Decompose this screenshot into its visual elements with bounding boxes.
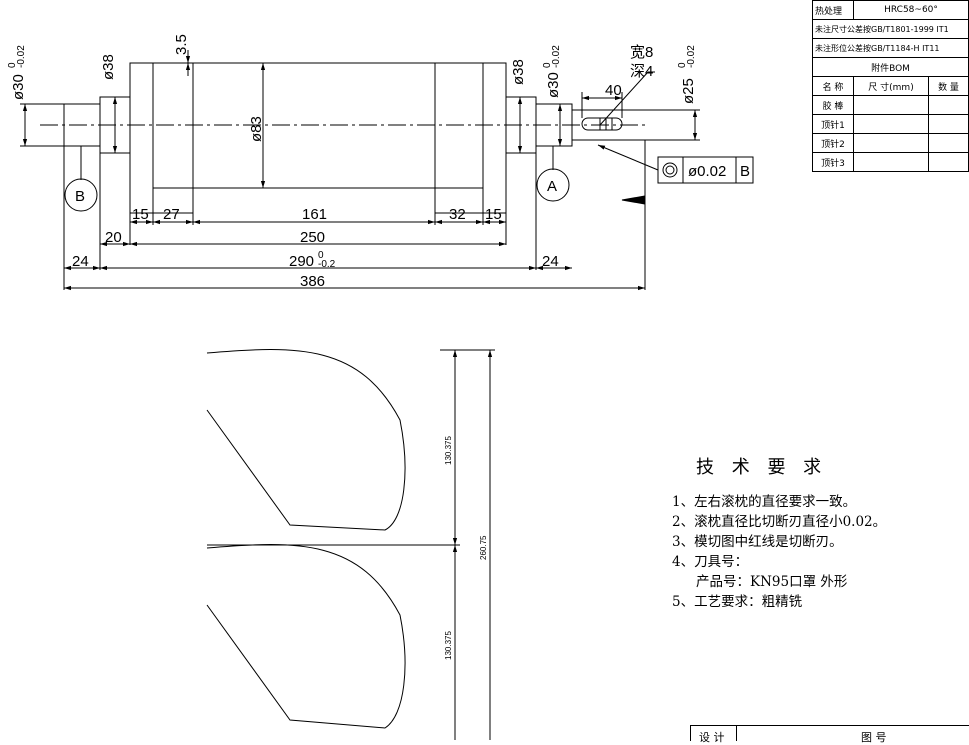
datum-a-label: A [547,178,557,195]
keyway [581,117,623,131]
bom-row-label: 顶针1 [812,114,854,134]
requirement-item: 4、刀具号： [672,554,749,570]
profile-dim-lower: 130.375 [444,631,453,660]
profile-dim-total: 260.75 [479,535,488,560]
dim-161: 161 [302,206,327,223]
datum-a-circle [536,168,570,202]
requirement-item: 1、左右滚枕的直径要求一致。 [672,494,857,510]
dim-15-right: 15 [485,206,502,223]
dim-d30-left: ø30 [10,74,27,100]
design-label: 设 计 [699,731,725,744]
dim-3-5: 3.5 [173,34,190,55]
die-cut-profile [206,349,495,740]
tol-lower-left: -0.02 [16,45,27,68]
form-tolerance-note: 未注形位公差按GB/T1184-H IT11 [812,38,969,58]
dim-d38-left: ø38 [100,54,117,80]
requirement-item: 产品号：KN95口罩 外形 [696,574,848,590]
dim-27: 27 [163,206,180,223]
tol-lower-right: -0.02 [551,45,562,68]
requirement-item: 5、工艺要求：粗精铣 [672,594,803,610]
fcf-value: ø0.02 [688,163,726,180]
requirement-item: 2、滚枕直径比切断刃直径小0.02。 [672,514,887,530]
fcf-datum: B [740,163,750,180]
keyway-depth: 深4 [630,63,653,80]
dim-250: 250 [300,229,325,246]
header-name: 名 称 [812,76,854,96]
requirement-item: 3、模切图中红线是切断刃。 [672,534,843,550]
tol-lower-d25: -0.02 [686,45,697,68]
heat-treatment-label: 热处理 [812,0,854,20]
bom-row-label: 顶针3 [812,152,854,172]
bom-title: 附件BOM [812,57,969,77]
keyway-width: 宽8 [630,44,653,61]
bom-row-label: 顶针2 [812,133,854,153]
dim-15-left: 15 [132,206,149,223]
profile-dim-upper: 130.375 [444,436,453,465]
dim-40: 40 [605,82,622,99]
drawing-number-label: 图 号 [861,731,887,744]
tol-lower-290: -0.2 [318,259,336,270]
tol-upper-right: 0 [542,62,553,68]
dim-290: 290 [289,253,314,270]
dim-d25: ø25 [680,78,697,104]
requirements-title: 技 术 要 求 [696,457,828,478]
header-qty: 数 量 [928,76,969,96]
dim-24-right: 24 [542,253,559,270]
tol-upper-left: 0 [7,62,18,68]
dim-32: 32 [449,206,466,223]
spec-table: 热处理 HRC58~60° 未注尺寸公差按GB/T1801-1999 IT1 未… [812,0,969,172]
dim-tolerance-note: 未注尺寸公差按GB/T1801-1999 IT1 [812,19,969,39]
bom-row-label: 胶 棒 [812,95,854,115]
dim-d38-right: ø38 [510,59,527,85]
tol-upper-d25: 0 [677,62,688,68]
heat-treatment-value: HRC58~60° [853,0,969,20]
datum-b-label: B [75,188,85,205]
dim-20: 20 [105,229,122,246]
title-block-divider [736,726,737,741]
datum-b-circle [64,178,98,212]
dim-d83: ø83 [248,116,265,142]
dim-24-left: 24 [72,253,89,270]
feature-control-frame [597,144,754,184]
dim-386: 386 [300,273,325,290]
header-size: 尺 寸(mm) [853,76,929,96]
technical-requirements: 技 术 要 求 1、左右滚枕的直径要求一致。 2、滚枕直径比切断刃直径小0.02… [672,458,962,612]
title-block: 设 计 图 号 [690,725,969,744]
dim-d30-right: ø30 [545,72,562,98]
tol-upper-290: 0 [318,250,324,261]
